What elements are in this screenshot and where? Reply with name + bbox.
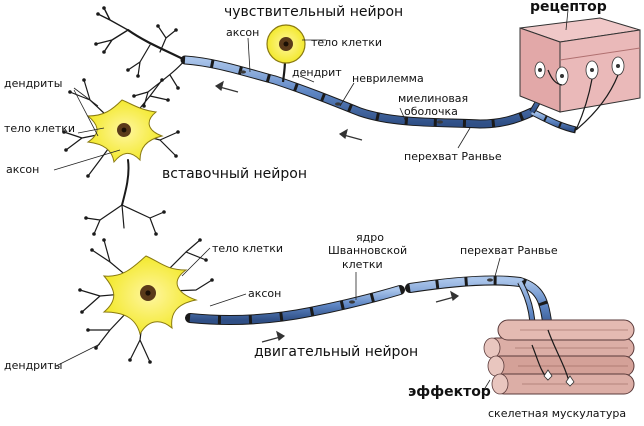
label-schwann-line3: клетки xyxy=(342,258,383,271)
interneuron-axon xyxy=(84,159,166,236)
motor-neuron xyxy=(78,238,553,364)
receptor-skin xyxy=(519,17,641,131)
label-schwann-line1: ядро xyxy=(356,231,384,244)
motor-cell-body xyxy=(102,255,198,336)
label-axon-top: аксон xyxy=(226,26,259,39)
label-sensory-neuron: чувствительный нейрон xyxy=(224,4,403,20)
label-axon-motor: аксон xyxy=(248,287,281,300)
motor-axon xyxy=(185,275,553,346)
effector-muscle xyxy=(483,319,635,395)
label-cell-body-motor: тело клетки xyxy=(212,242,283,255)
label-ranvier-bottom: перехват Ранвье xyxy=(460,244,558,257)
sensory-dendrite-tree xyxy=(94,6,187,108)
sensory-axon xyxy=(180,55,577,134)
label-neurilemma: неврилемма xyxy=(352,72,424,85)
interneuron-cell-body xyxy=(86,99,164,164)
label-dendrite-top: дендрит xyxy=(292,66,342,79)
label-cell-body-top: тело клетки xyxy=(311,36,382,49)
labels: чувствительный нейрон рецептор тело клет… xyxy=(4,0,626,420)
label-dendrites-bottom: дендриты xyxy=(4,359,62,372)
label-dendrites-left: дендриты xyxy=(4,77,62,90)
interneuron xyxy=(62,78,180,236)
leader-lines xyxy=(53,9,569,394)
label-cell-body-left: тело клетки xyxy=(4,122,75,135)
label-myelin-line1: миелиновая xyxy=(398,92,468,105)
label-motor-neuron: двигательный нейрон xyxy=(254,344,418,360)
label-myelin-line2: оболочка xyxy=(404,105,458,118)
label-schwann-line2: Шванновской xyxy=(328,244,407,257)
label-receptor: рецептор xyxy=(530,0,607,15)
label-ranvier-top: перехват Ранвье xyxy=(404,150,502,163)
label-effector: эффектор xyxy=(408,384,491,400)
sensory-cell-body xyxy=(266,24,306,64)
label-interneuron: вставочный нейрон xyxy=(162,166,307,182)
impulse-arrows xyxy=(214,80,460,343)
label-axon-left: аксон xyxy=(6,163,39,176)
label-skeletal-muscle: скелетная мускулатура xyxy=(488,407,626,420)
